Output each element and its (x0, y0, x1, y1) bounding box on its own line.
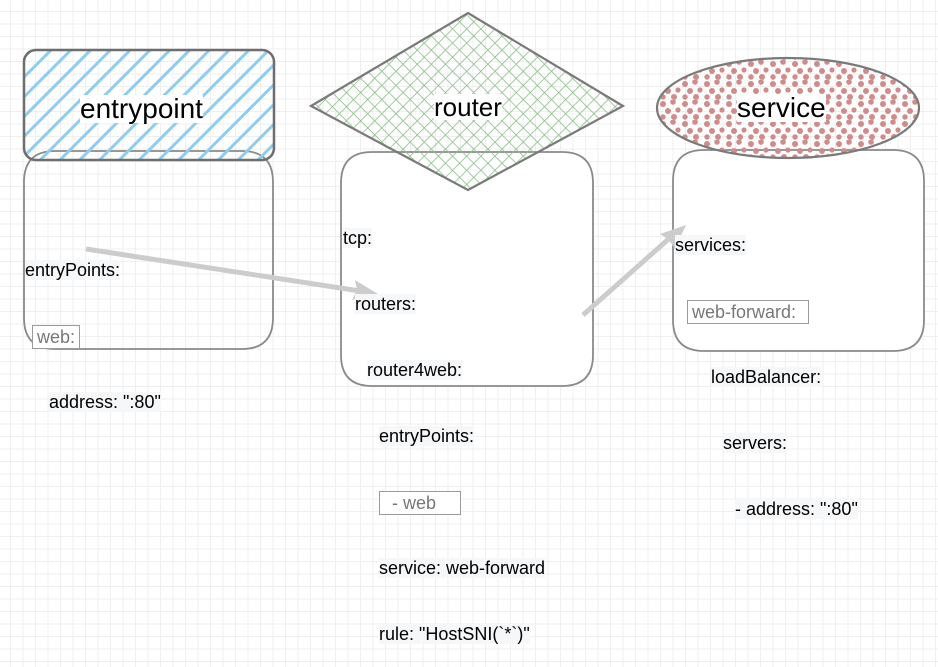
entrypoint-config-box (23, 150, 274, 350)
config-line: - address: ":80" (735, 499, 858, 519)
config-line: services: (675, 235, 747, 255)
entrypoint-title: entrypoint (80, 93, 203, 124)
router-config-box (340, 151, 594, 387)
entrypoint-config: entryPoints: web: address: ":80" (25, 215, 161, 435)
config-line: router4web: (367, 360, 463, 380)
router-config: tcp: routers: router4web: entryPoints: -… (343, 183, 546, 667)
config-line: routers: (355, 294, 417, 314)
diagram-canvas (22, 11, 925, 387)
config-line: loadBalancer: (711, 367, 822, 387)
router-entrypoint-web[interactable]: - web (379, 491, 462, 515)
service-title: service (737, 92, 826, 123)
config-line: servers: (723, 433, 788, 453)
config-line: rule: "HostSNI(`*`)" (379, 624, 530, 644)
config-line: entryPoints: (379, 426, 475, 446)
config-line: tcp: (343, 228, 373, 248)
config-line: entryPoints: (25, 260, 121, 280)
service-web-forward-key[interactable]: web-forward: (687, 300, 810, 324)
router-title: router (434, 92, 502, 122)
arrow-router-to-service (581, 225, 686, 317)
router-service-line: service: web-forward (379, 558, 546, 578)
entrypoint-web-key[interactable]: web: (32, 325, 81, 349)
config-line: address: ":80" (49, 392, 161, 412)
service-config: services: web-forward: loadBalancer: ser… (675, 190, 858, 542)
